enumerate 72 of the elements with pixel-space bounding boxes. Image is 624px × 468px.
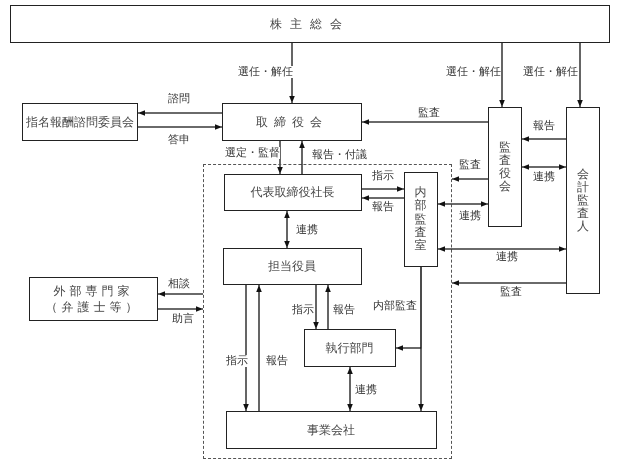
node-label: 担当役員 xyxy=(268,258,316,274)
arrow xyxy=(577,43,583,107)
edge-label: 報告 xyxy=(266,355,288,368)
edge-label: 指示 xyxy=(372,170,394,182)
process-box xyxy=(488,107,522,227)
arrow xyxy=(362,195,404,201)
arrow xyxy=(277,141,283,174)
arrow xyxy=(158,306,203,312)
edge-label: 助言 xyxy=(172,313,194,326)
arrow xyxy=(362,119,488,125)
arrow xyxy=(158,291,203,297)
edge-label: 選定・監督 xyxy=(225,147,280,160)
node-label: 株主総会 xyxy=(270,16,350,32)
edge-label: 報告 xyxy=(372,201,394,214)
arrow xyxy=(499,43,505,107)
edge-label: 選任・解任 xyxy=(238,66,293,78)
edge-label: 選任・解任 xyxy=(523,66,578,78)
edge-label: 報告 xyxy=(333,304,355,316)
edge-label: 連携 xyxy=(496,251,518,264)
arrow xyxy=(452,176,488,182)
process-box xyxy=(304,328,396,367)
process-box xyxy=(224,174,362,211)
node-label: 執行部門 xyxy=(326,340,374,356)
arrow xyxy=(256,285,262,411)
process-box xyxy=(566,107,600,294)
edge-label: 連携 xyxy=(533,171,555,184)
process-box xyxy=(404,172,438,267)
edge-label: 諮問 xyxy=(168,93,190,106)
edge-label: 報告 xyxy=(533,120,555,132)
arrow xyxy=(313,285,319,329)
arrow xyxy=(362,186,404,192)
process-box xyxy=(22,103,138,141)
edge-label: 指示 xyxy=(226,355,248,368)
edge-label: 監査 xyxy=(418,107,440,120)
edge-label: 連携 xyxy=(355,384,377,396)
dashed-group-box xyxy=(203,164,452,459)
process-box xyxy=(226,410,437,449)
process-box xyxy=(10,5,610,43)
edge-label: 選任・解任 xyxy=(446,66,501,78)
edge-label: 指示 xyxy=(292,304,314,316)
arrow xyxy=(325,285,331,329)
node-label: 事業会社 xyxy=(307,422,356,438)
arrow xyxy=(452,280,566,286)
node-label: 取締役会 xyxy=(256,114,328,130)
arrow xyxy=(522,136,566,142)
edge-label: 相談 xyxy=(168,278,190,290)
edge-label: 内部監査 xyxy=(373,300,417,312)
edge-label: 答申 xyxy=(168,134,190,146)
process-box xyxy=(29,277,158,321)
edge-label: 監査 xyxy=(459,159,481,172)
node-label: 会計監査人 xyxy=(577,168,589,234)
edge-label: 監査 xyxy=(500,286,522,298)
arrow xyxy=(522,164,566,170)
node-label: 監査役会 xyxy=(499,140,511,194)
node-label: 外部専門家（弁護士等） xyxy=(44,282,142,316)
arrow xyxy=(284,211,290,248)
process-box xyxy=(222,248,362,285)
arrow xyxy=(138,124,222,130)
edge-label: 報告・付議 xyxy=(312,149,367,162)
arrow xyxy=(138,110,222,116)
node-label: 代表取締役社長 xyxy=(250,184,335,200)
arrow xyxy=(347,367,353,411)
arrow xyxy=(243,285,249,411)
node-label: 指名報酬諮問委員会 xyxy=(26,114,134,130)
arrow xyxy=(438,246,566,252)
arrow xyxy=(438,201,488,207)
arrow xyxy=(299,141,305,174)
arrow xyxy=(418,267,424,411)
edge-label: 連携 xyxy=(296,224,318,236)
process-box xyxy=(222,103,362,141)
node-label: 内部監査室 xyxy=(414,186,427,252)
edge-label: 連携 xyxy=(459,210,481,222)
